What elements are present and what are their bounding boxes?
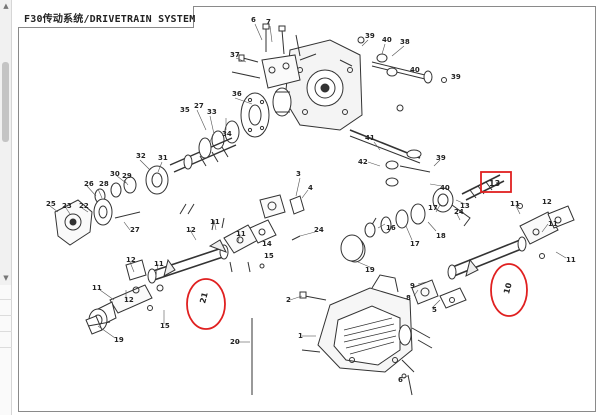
- callout-40c: 40: [440, 184, 450, 192]
- callout-32: 32: [136, 152, 146, 160]
- callout-7: 7: [266, 18, 271, 26]
- callout-15b: 15: [160, 322, 170, 330]
- callout-34: 34: [222, 130, 232, 138]
- title-box: F30传动系统/DRIVETRAIN SYSTEM: [18, 6, 196, 28]
- callout-17b: 17: [428, 204, 438, 212]
- callout-13b: 13: [460, 202, 470, 210]
- right-u-joint: [411, 203, 575, 309]
- callout-17: 17: [410, 240, 420, 248]
- callout-11c: 11: [154, 260, 164, 268]
- scroll-down-icon[interactable]: ▼: [3, 274, 9, 282]
- upper-bolts: [231, 23, 301, 79]
- callout-12b: 12: [126, 256, 136, 264]
- side-panel: [0, 285, 12, 415]
- left-hub-flange: [54, 198, 141, 246]
- highlight-label-10: 10: [502, 281, 514, 295]
- callout-15: 15: [264, 252, 274, 260]
- callout-4: 4: [308, 184, 313, 192]
- callout-11b: 11: [236, 230, 246, 238]
- highlight-label-13: 13: [489, 179, 500, 188]
- scrollbar-thumb[interactable]: [2, 62, 9, 142]
- callout-11: 11: [210, 218, 220, 226]
- highlight-label-21: 21: [198, 291, 210, 305]
- left-boot: [85, 315, 111, 335]
- highlight-box-13: 13: [480, 171, 512, 193]
- callout-42: 42: [358, 158, 368, 166]
- callout-39c: 39: [436, 154, 446, 162]
- callout-11d: 11: [92, 284, 102, 292]
- callout-20: 20: [230, 338, 240, 346]
- callout-22: 22: [79, 202, 89, 210]
- left-pinion-shaft: [169, 137, 237, 173]
- callout-19b: 19: [114, 336, 124, 344]
- callout-39b: 39: [451, 73, 461, 81]
- rear-gear-set: [211, 87, 292, 150]
- callout-3: 3: [296, 170, 301, 178]
- callout-41: 41: [365, 134, 375, 142]
- callout-33: 33: [207, 108, 217, 116]
- callout-38: 38: [400, 38, 410, 46]
- side-link-assembly: [349, 36, 447, 187]
- callout-29: 29: [122, 172, 132, 180]
- callout-40: 40: [382, 36, 392, 44]
- callout-16: 16: [386, 224, 396, 232]
- callout-12d: 12: [542, 198, 552, 206]
- callout-6: 6: [251, 16, 256, 24]
- left-propshaft: [147, 239, 229, 284]
- rear-gearbox-housing: [261, 39, 363, 131]
- callout-9: 9: [410, 282, 415, 290]
- callout-11e: 11: [510, 200, 520, 208]
- callout-39: 39: [365, 32, 375, 40]
- left-u-joint: [223, 194, 286, 254]
- rear-gearbox-flange: [240, 92, 270, 138]
- callout-14: 14: [262, 240, 272, 248]
- callout-27b: 27: [130, 226, 140, 234]
- callout-11f: 11: [548, 220, 558, 228]
- highlight-ellipse-21: 21: [186, 278, 226, 330]
- diagram-title: F30传动系统/DRIVETRAIN SYSTEM: [24, 14, 196, 25]
- right-boot: [340, 234, 364, 262]
- scroll-up-icon[interactable]: ▲: [3, 2, 9, 10]
- callout-24b: 24: [454, 208, 464, 216]
- front-differential-housing: [317, 274, 413, 373]
- right-input-shaft: [432, 174, 505, 227]
- callout-40b: 40: [410, 66, 420, 74]
- callout-1: 1: [298, 332, 303, 340]
- callout-26: 26: [84, 180, 94, 188]
- callout-24: 24: [314, 226, 324, 234]
- callout-31: 31: [158, 154, 168, 162]
- callout-12c: 12: [124, 296, 134, 304]
- callout-28: 28: [99, 180, 109, 188]
- callout-27: 27: [194, 102, 204, 110]
- callout-2: 2: [286, 296, 291, 304]
- callout-11g: 11: [566, 256, 576, 264]
- callout-8: 8: [406, 294, 411, 302]
- callout-5: 5: [432, 306, 437, 314]
- callout-25: 25: [46, 200, 56, 208]
- left-bearing-stack: [94, 165, 169, 204]
- callout-12: 12: [186, 226, 196, 234]
- callout-19: 19: [365, 266, 375, 274]
- callout-35: 35: [180, 106, 190, 114]
- right-propshaft: [447, 236, 527, 280]
- callout-6b: 6: [398, 376, 403, 384]
- callout-36: 36: [232, 90, 242, 98]
- callout-30: 30: [110, 170, 120, 178]
- callout-23: 23: [62, 202, 72, 210]
- highlight-ellipse-10: 10: [490, 263, 528, 317]
- callout-18: 18: [436, 232, 446, 240]
- callout-37: 37: [230, 51, 240, 59]
- left-shaft-small-parts: [211, 195, 305, 273]
- front-diff-fasteners: [299, 291, 433, 396]
